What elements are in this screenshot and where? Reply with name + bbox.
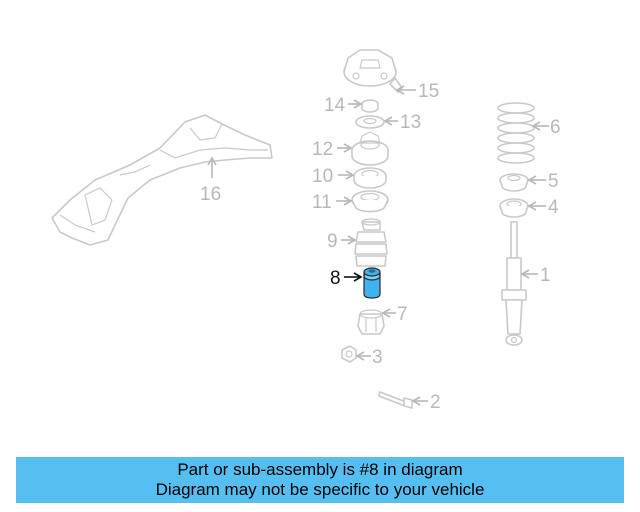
part-16-crossmember[interactable]: [51, 114, 273, 246]
svg-text:3: 3: [372, 347, 383, 368]
part-12-bearing[interactable]: [351, 131, 389, 166]
banner-line-2: Diagram may not be specific to your vehi…: [155, 480, 485, 499]
callout-5: 5: [527, 171, 559, 192]
svg-text:14: 14: [324, 95, 346, 116]
svg-text:11: 11: [312, 192, 332, 213]
part-9-dust-boot[interactable]: [354, 218, 388, 267]
svg-text:10: 10: [312, 166, 333, 187]
svg-text:4: 4: [548, 197, 559, 218]
callout-13: 13: [383, 112, 421, 133]
svg-text:2: 2: [430, 392, 441, 413]
callout-1: 1: [520, 265, 551, 286]
part-2-bolt[interactable]: [378, 391, 413, 409]
part-15-top-mount[interactable]: [343, 49, 403, 93]
part-10-spring-seat[interactable]: [353, 167, 387, 189]
svg-text:12: 12: [312, 139, 333, 160]
part-13-washer[interactable]: [355, 115, 385, 129]
callout-2: 2: [411, 392, 441, 413]
svg-text:9: 9: [327, 231, 338, 252]
info-banner: Part or sub-assembly is #8 in diagram Di…: [16, 457, 624, 503]
callout-8: 8: [330, 268, 363, 289]
svg-text:5: 5: [548, 171, 559, 192]
part-1-strut[interactable]: [501, 221, 527, 346]
part-7-bushing[interactable]: [357, 309, 385, 335]
part-11-insulator[interactable]: [351, 190, 389, 213]
svg-text:16: 16: [200, 184, 221, 205]
callout-11: 11: [312, 192, 353, 213]
callout-14: 14: [324, 95, 363, 116]
part-4-insulator[interactable]: [499, 198, 529, 218]
callout-16: 16: [200, 184, 221, 205]
part-5-spring-seat[interactable]: [499, 173, 529, 192]
parts-diagram: 15 14 13 12 10 11 9 8: [51, 49, 561, 413]
callout-4: 4: [527, 197, 559, 218]
callout-3: 3: [355, 347, 383, 368]
svg-text:6: 6: [550, 117, 561, 138]
callout-12: 12: [312, 139, 353, 160]
svg-text:1: 1: [540, 265, 551, 286]
part-3-nut[interactable]: [341, 345, 357, 363]
callout-10: 10: [312, 166, 355, 187]
svg-text:8: 8: [330, 268, 341, 289]
callout-6: 6: [531, 117, 561, 138]
part-6-coil-spring[interactable]: [497, 102, 535, 164]
callout-7: 7: [381, 304, 408, 325]
part-8-bump-stop[interactable]: [363, 267, 381, 299]
svg-text:7: 7: [397, 304, 408, 325]
svg-text:13: 13: [400, 112, 421, 133]
svg-text:15: 15: [418, 81, 439, 102]
callout-15: 15: [395, 81, 439, 102]
callout-9: 9: [327, 231, 357, 252]
banner-line-1: Part or sub-assembly is #8 in diagram: [177, 460, 463, 479]
part-14-nut[interactable]: [361, 99, 379, 113]
